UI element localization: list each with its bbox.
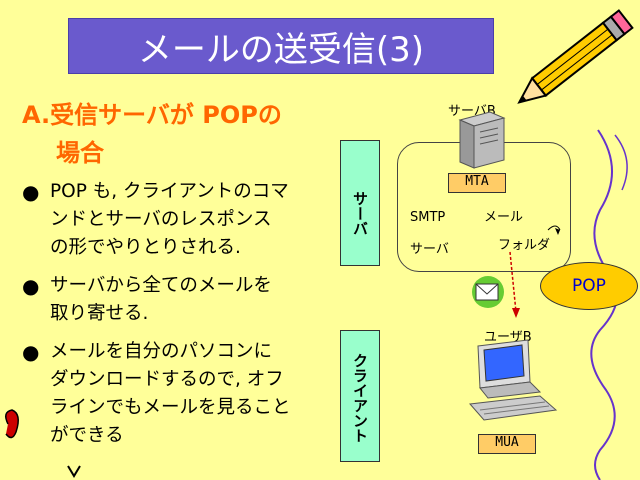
bullet-dot: ● bbox=[22, 340, 40, 364]
page-title: メールの送受信(3) bbox=[68, 18, 494, 74]
bullet-item-1: ● POP も, クライアントのコマ ンドとサーバのレスポンス の形でやりとりさ… bbox=[22, 180, 289, 258]
smtp-label: SMTP bbox=[410, 210, 446, 225]
bullet-item-2: ● サーバから全てのメールを 取り寄せる. bbox=[22, 274, 272, 324]
mua-label: MUA bbox=[478, 434, 536, 454]
mail-label: メール bbox=[484, 210, 524, 225]
bullet-dot: ● bbox=[22, 274, 40, 298]
bullet-dot: ● bbox=[22, 180, 40, 204]
section-heading: A.受信サーバが POPの 場合 bbox=[22, 96, 332, 172]
heading-line-1: A.受信サーバが POPの bbox=[22, 101, 282, 129]
bullet-item-3: ● メールを自分のパソコンに ダウンロードするので, オフ ラインでもメールを見… bbox=[22, 340, 291, 446]
server-label: サーバ bbox=[410, 242, 449, 257]
server-side-label: サーバ bbox=[340, 140, 380, 266]
pop-oval: POP bbox=[540, 262, 638, 310]
client-side-label: クライアント bbox=[340, 330, 380, 462]
folder-label: フォルダ bbox=[498, 238, 551, 253]
heading-line-2: 場合 bbox=[56, 139, 104, 167]
mta-label: MTA bbox=[448, 173, 506, 193]
